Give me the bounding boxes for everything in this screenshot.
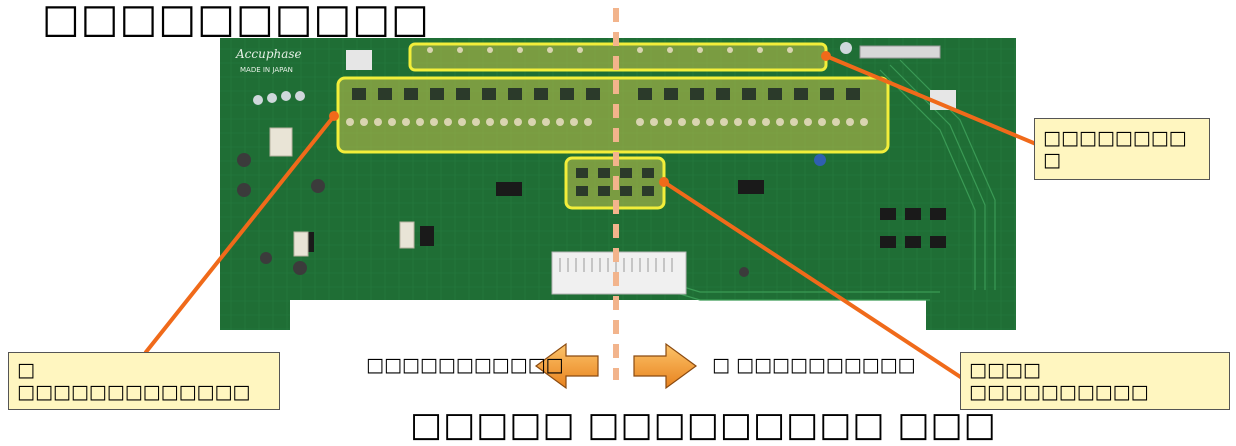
direction-left-label: □□□□□□□□□□□	[366, 354, 564, 376]
right-arrow-icon	[633, 342, 698, 390]
ic-chips	[300, 180, 946, 252]
relays	[269, 127, 415, 257]
callout-bottom-left: □ □□□□□□□□□□□□□	[8, 352, 280, 410]
left-arrow-icon	[534, 342, 599, 390]
ribbon-connector	[859, 45, 941, 59]
leader-lines	[144, 54, 1038, 380]
white-connector-left	[346, 50, 372, 70]
callout-bottom-right: □□□□ □□□□□□□□□□	[960, 352, 1230, 410]
direction-right-label: □ □□□□□□□□□□	[712, 354, 916, 376]
white-connector-right	[930, 90, 956, 110]
leader-dots	[329, 51, 831, 187]
capacitors-left	[237, 42, 852, 277]
callout-top-right: □□□□□□□□ □	[1034, 118, 1210, 180]
brand-logo: Accuphase MADE IN JAPAN	[235, 47, 302, 74]
bottom-caption: □□□□□ □□□□□□□□□ □□□	[410, 405, 997, 445]
svg-text:Accuphase: Accuphase	[235, 47, 302, 61]
svg-text:MADE IN JAPAN: MADE IN JAPAN	[240, 66, 293, 74]
diagram-title: □□□□□□□□□□	[42, 0, 430, 42]
